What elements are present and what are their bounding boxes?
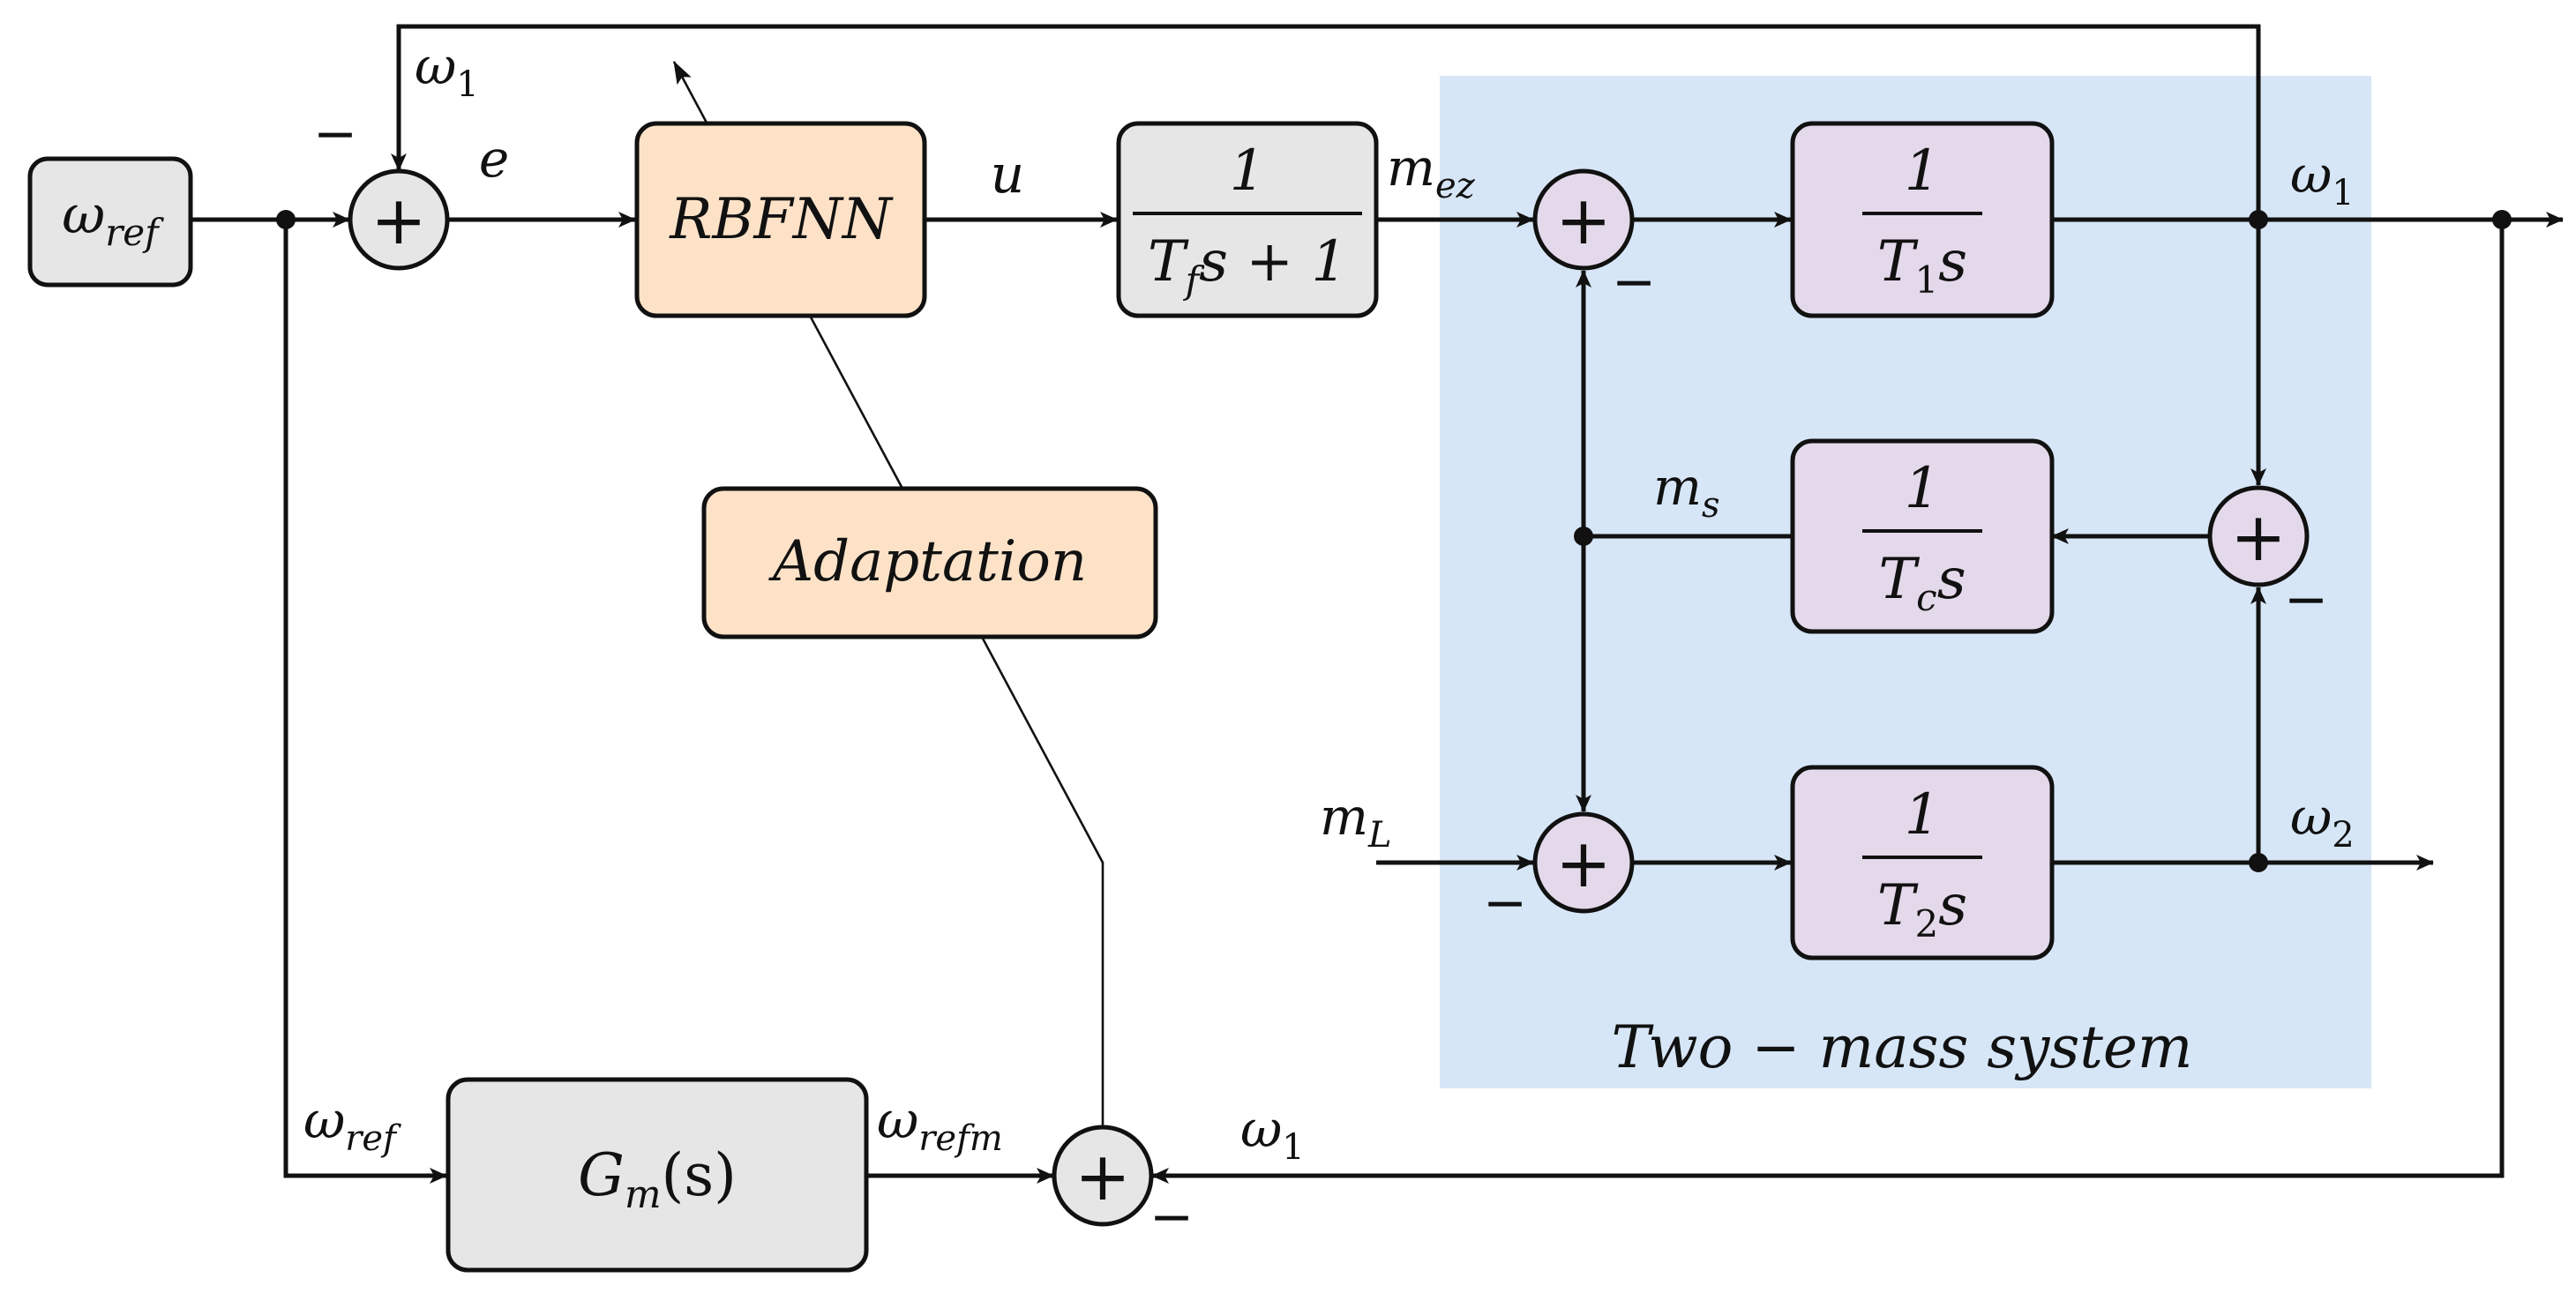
summing-junction-model-error: +: [1052, 1125, 1154, 1227]
tc-block: 1 Tcs: [1790, 438, 2055, 634]
minus-sign-sumc: −: [2284, 569, 2328, 631]
adaptation-block: Adaptation: [701, 486, 1158, 639]
adaptation-line: [672, 60, 1105, 1126]
wire-omega1-feedback-top: [391, 24, 2261, 220]
minus-sign-sum3: −: [1483, 872, 1527, 934]
summing-junction-error: +: [348, 168, 450, 271]
svg-text:+: +: [1555, 181, 1612, 259]
svg-text:ωref: ωref: [62, 184, 164, 254]
summing-junction-shaft: +: [2207, 485, 2310, 587]
svg-text:Tfs + 1: Tfs + 1: [1148, 229, 1347, 302]
junction-dot-omega1: [2249, 210, 2268, 229]
label-omega1-return: ω1: [1240, 1099, 1305, 1168]
t1-block: 1 T1s: [1790, 121, 2055, 318]
rbfnn-block: RBFNN: [634, 121, 927, 318]
wire-omega1-return: [1151, 220, 2505, 1184]
svg-text:Tcs: Tcs: [1878, 547, 1966, 619]
svg-text:RBFNN: RBFNN: [669, 187, 894, 252]
junction-dot-omega2: [2249, 853, 2268, 872]
label-omega2-out: ω2: [2290, 787, 2355, 856]
svg-text:+: +: [371, 181, 427, 259]
label-load-torque: mL: [1320, 787, 1392, 856]
t2-block: 1 T2s: [1790, 765, 2055, 960]
reference-model-block: Gm(s): [446, 1077, 869, 1273]
summing-junction-load: +: [1532, 811, 1635, 914]
svg-text:Gm(s): Gm(s): [578, 1141, 737, 1217]
label-omega-refm: ωrefm: [877, 1090, 1003, 1159]
label-shaft-torque: ms: [1653, 457, 1720, 526]
label-omega-ref-branch: ωref: [303, 1090, 401, 1159]
junction-dot-output: [2492, 210, 2512, 229]
svg-text:1: 1: [1905, 456, 1941, 521]
svg-text:T1s: T1s: [1877, 229, 1967, 302]
minus-sign-sum1: −: [313, 103, 357, 165]
svg-text:+: +: [2230, 497, 2287, 576]
minus-sign-sum2: −: [1612, 251, 1656, 313]
svg-text:Adaptation: Adaptation: [768, 529, 1087, 594]
filter-block: 1 Tfs + 1: [1116, 121, 1379, 318]
wire-ref-to-gm: [283, 220, 447, 1184]
minus-sign-sum4: −: [1149, 1186, 1194, 1248]
svg-text:+: +: [1075, 1137, 1131, 1215]
junction-dot-ms: [1574, 527, 1593, 546]
svg-text:1: 1: [1905, 782, 1941, 848]
svg-text:+: +: [1555, 824, 1612, 902]
label-omega1-feedback: ω1: [415, 36, 479, 105]
label-control-u: u: [991, 144, 1025, 206]
svg-text:1: 1: [1230, 138, 1266, 204]
svg-text:1: 1: [1905, 138, 1941, 204]
omega-ref-source-block: ωref: [27, 156, 193, 288]
label-motor-torque: mez: [1387, 138, 1476, 206]
label-error: e: [479, 129, 509, 189]
two-mass-system-label: Two − mass system: [1611, 1013, 2192, 1081]
summing-junction-motor: +: [1532, 168, 1635, 271]
svg-text:T2s: T2s: [1877, 873, 1967, 945]
label-omega1-out: ω1: [2290, 145, 2355, 213]
junction-dot-ref: [276, 210, 296, 229]
